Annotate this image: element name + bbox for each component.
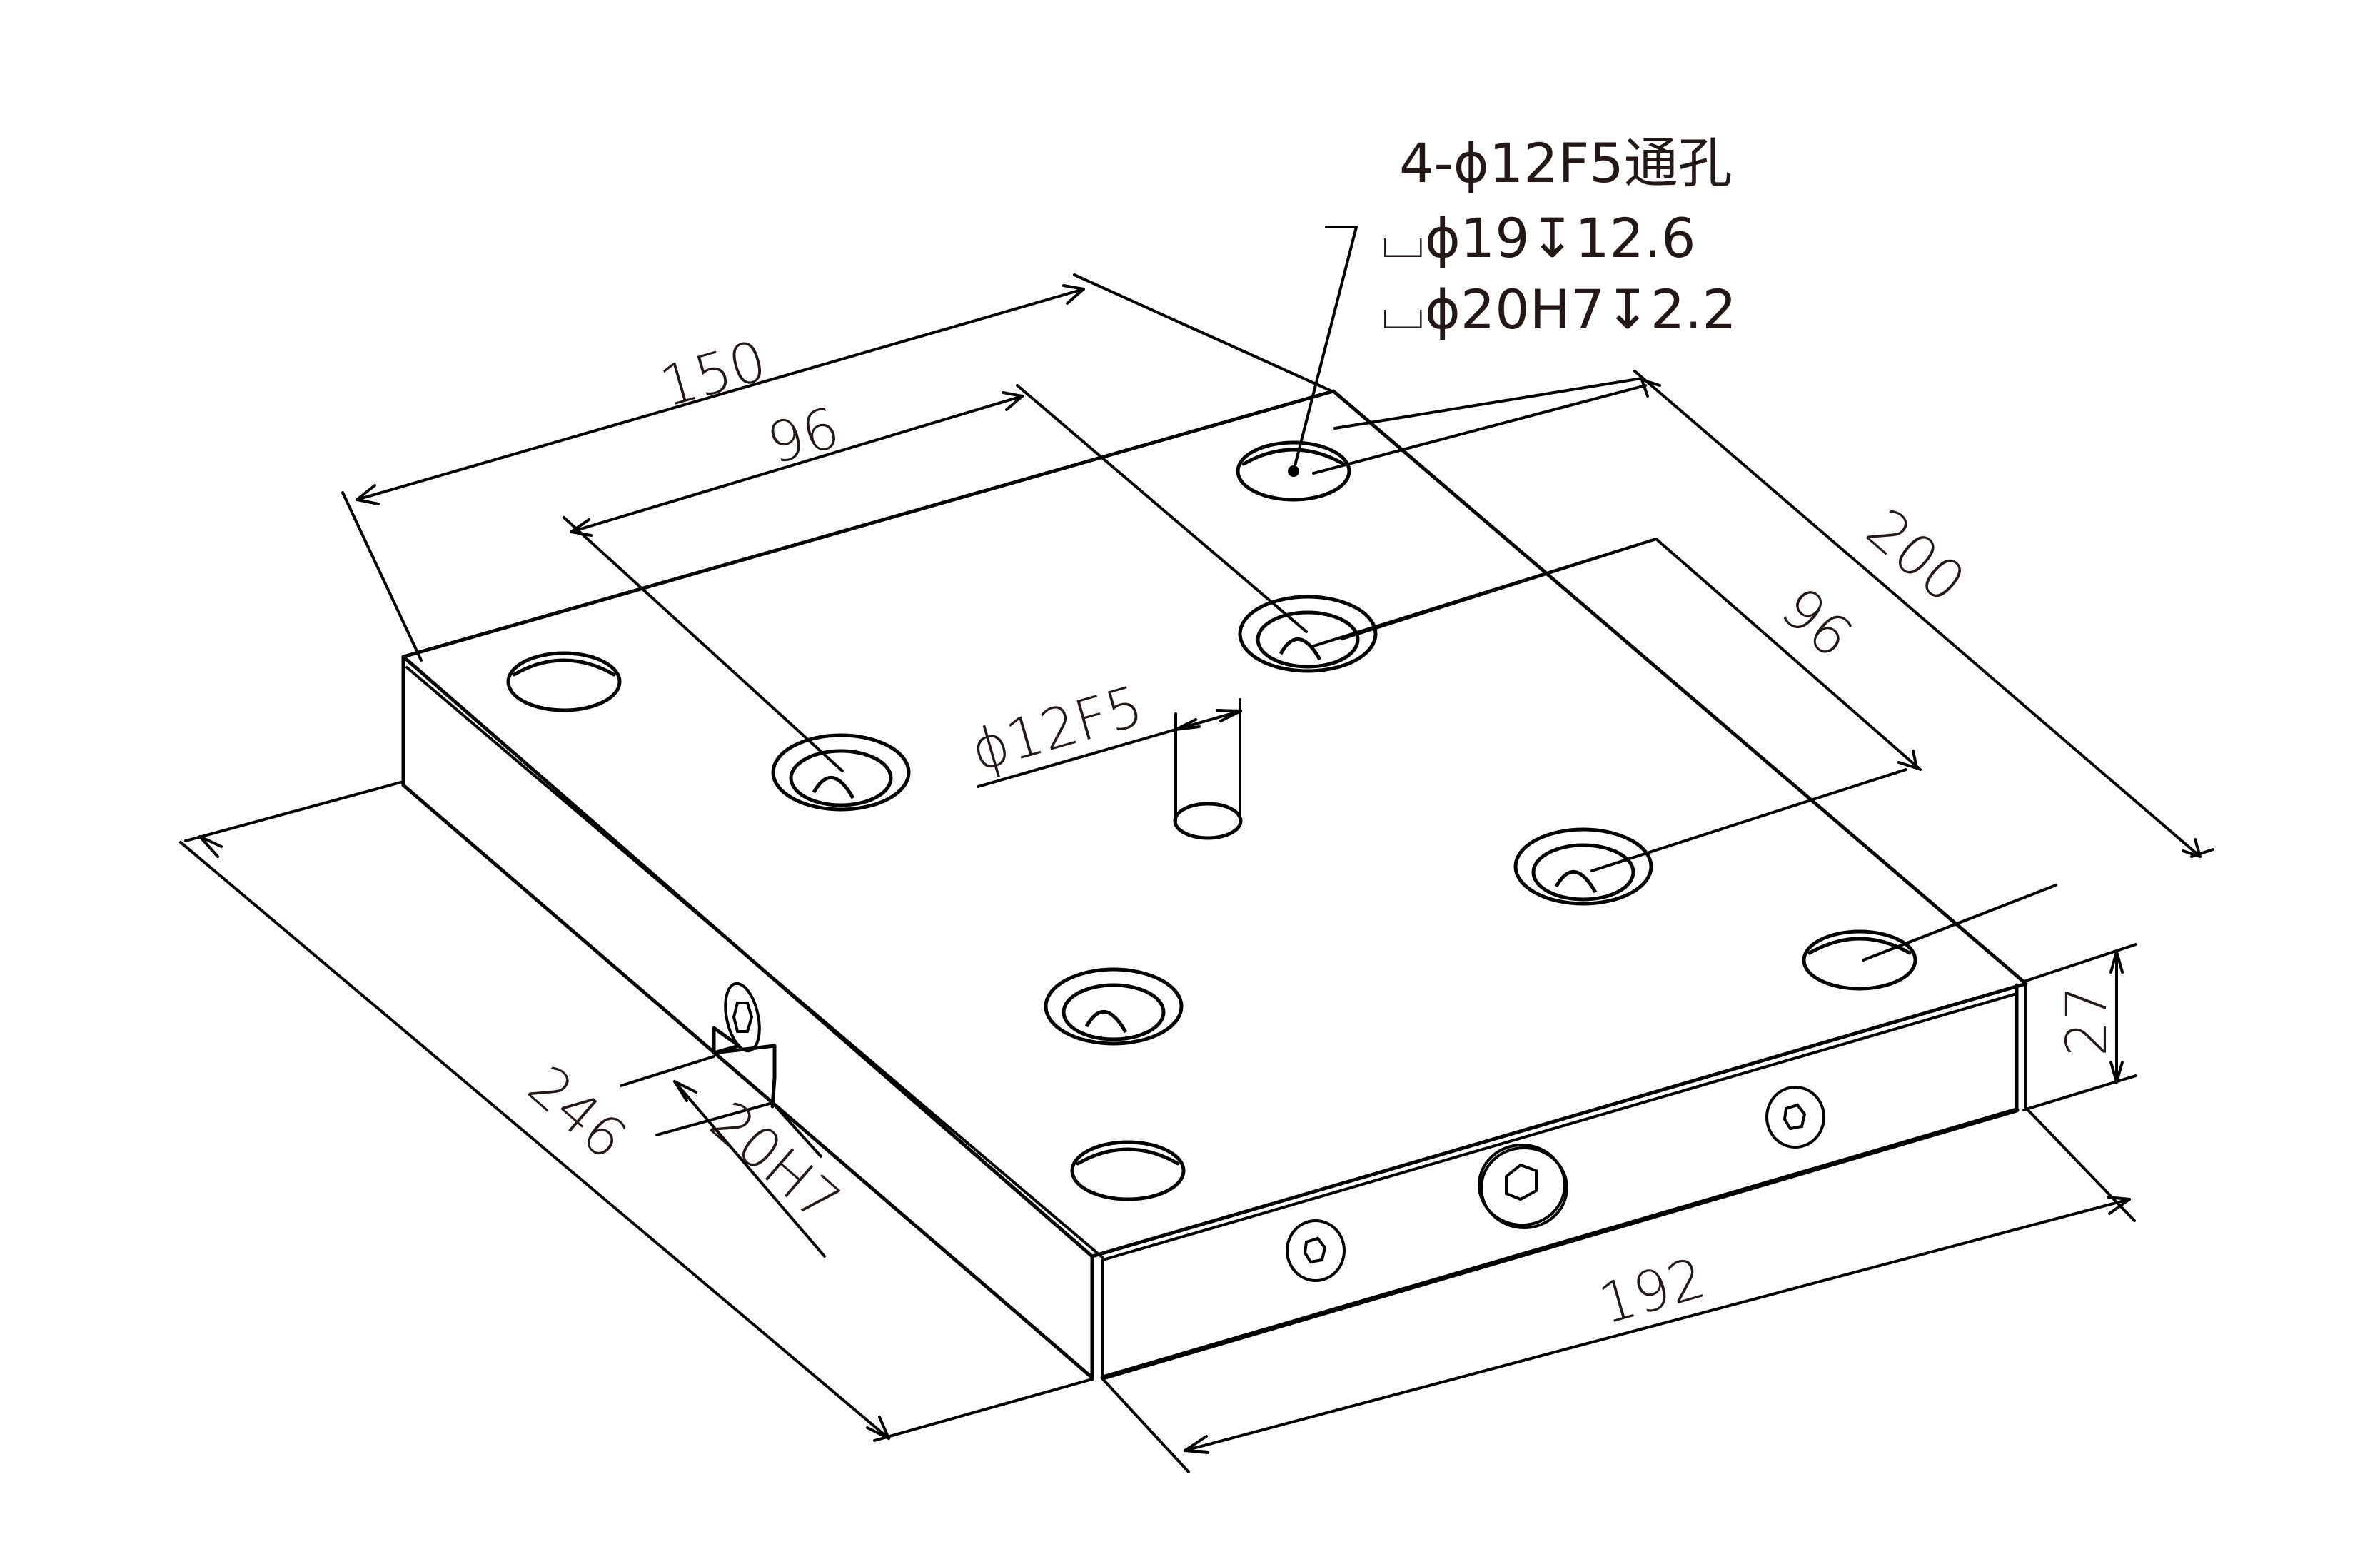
side-screw-3 bbox=[1765, 1086, 1825, 1149]
counterbored-hole-2 bbox=[1238, 595, 1378, 673]
dim-150: 150 bbox=[653, 329, 773, 420]
dim-192: 192 bbox=[1592, 1246, 1712, 1338]
callout-line-3: ⌴ϕ20H7↧2.2 bbox=[1381, 278, 1737, 341]
dim-pin-diameter: ϕ12F5 bbox=[964, 674, 1150, 784]
dim-200: 200 bbox=[1855, 497, 1977, 615]
side-screw-2-large bbox=[1478, 1144, 1568, 1229]
counterbored-hole-4 bbox=[1044, 967, 1184, 1046]
side-screws bbox=[1286, 1086, 1825, 1282]
dim-96-right: 96 bbox=[1769, 575, 1865, 670]
plate-body bbox=[184, 389, 2028, 1381]
slot-20h7 bbox=[712, 982, 777, 1109]
callout-line-2: ⌴ϕ19↧12.6 bbox=[1381, 206, 1696, 270]
side-screw-small-left bbox=[724, 982, 761, 1053]
counterbored-hole-3 bbox=[1513, 827, 1653, 906]
dim-246: 246 bbox=[516, 1054, 638, 1172]
hex-socket-icon bbox=[732, 1002, 754, 1033]
counterbored-hole-1 bbox=[771, 733, 911, 812]
through-hole-1 bbox=[506, 651, 622, 712]
locating-pin-hole bbox=[1173, 698, 1243, 840]
callout-note: 4-ϕ12F5通孔 ⌴ϕ19↧12.6 ⌴ϕ20H7↧2.2 bbox=[1381, 131, 1737, 341]
dim-20h7: 20H7 bbox=[698, 1089, 852, 1235]
callout-line-1: 4-ϕ12F5通孔 bbox=[1399, 131, 1733, 195]
through-hole-3 bbox=[1802, 929, 1917, 991]
leader-dot bbox=[1288, 465, 1299, 477]
dim-96-top: 96 bbox=[760, 395, 846, 477]
dim-27: 27 bbox=[2055, 986, 2119, 1056]
side-screw-1 bbox=[1286, 1219, 1346, 1282]
top-holes bbox=[506, 440, 1917, 1201]
through-hole-2 bbox=[1236, 440, 1351, 502]
dimension-lines bbox=[179, 226, 2214, 1473]
through-hole-4 bbox=[1070, 1140, 1186, 1201]
